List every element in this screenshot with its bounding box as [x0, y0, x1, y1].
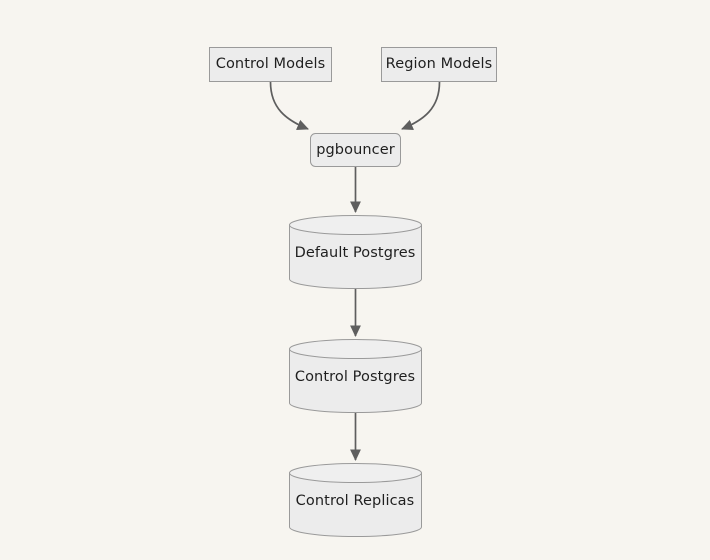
node-default-postgres[interactable]: [289, 215, 422, 289]
edge-layer: [269, 81, 441, 462]
node-control-replicas[interactable]: [289, 463, 422, 537]
edge-region-models-pgbouncer: [401, 81, 441, 131]
node-pgbouncer[interactable]: [310, 133, 401, 167]
edge-control-models-pgbouncer: [269, 81, 309, 131]
node-layer: [209, 47, 497, 537]
node-region-models[interactable]: [381, 47, 497, 82]
node-control-models[interactable]: [209, 47, 332, 82]
node-control-postgres[interactable]: [289, 339, 422, 413]
